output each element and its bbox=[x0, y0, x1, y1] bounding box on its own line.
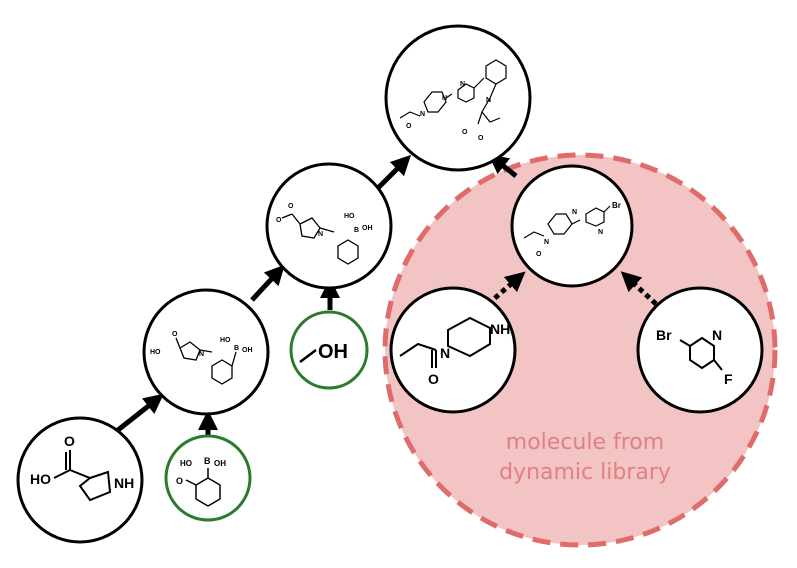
arrow-bromopyridine-to-product bbox=[488, 153, 518, 178]
atom-label: OH bbox=[214, 459, 226, 468]
atom-label: NH bbox=[114, 475, 134, 491]
atom-label: N bbox=[598, 229, 603, 236]
node-bromofluoropyridine bbox=[636, 286, 764, 414]
dotted-arrows bbox=[486, 271, 658, 306]
caption-line-2: dynamic library bbox=[499, 460, 671, 485]
atom-label: OH bbox=[242, 347, 253, 354]
dynamic-library-caption: molecule from dynamic library bbox=[460, 428, 710, 488]
node-pyrrolidine-acid bbox=[16, 416, 144, 544]
atom-label: O bbox=[288, 203, 294, 210]
atom-label: HO bbox=[30, 471, 51, 487]
atom-label: HO bbox=[344, 213, 355, 220]
structure-formylphenylboronic bbox=[185, 468, 221, 507]
atom-label: O bbox=[478, 135, 484, 142]
atom-label: HO bbox=[150, 349, 161, 356]
structure-ester bbox=[281, 213, 359, 265]
atom-label: O bbox=[462, 129, 468, 136]
atom-label: Br bbox=[612, 201, 621, 210]
atom-label: B bbox=[354, 227, 359, 234]
atom-label: N bbox=[420, 111, 425, 118]
atom-label: N bbox=[460, 81, 465, 88]
atom-label: OH bbox=[362, 225, 373, 232]
structure-piperazine-amide bbox=[399, 316, 491, 368]
node-methanol bbox=[289, 310, 369, 390]
atom-label: N bbox=[544, 239, 549, 246]
atom-label: N bbox=[712, 327, 722, 343]
atom-label: N bbox=[572, 209, 577, 216]
arrow-boronic-to-ester bbox=[250, 264, 285, 302]
atom-label: F bbox=[724, 371, 733, 387]
node-boronic-amine bbox=[142, 288, 270, 416]
atom-label: NH bbox=[490, 321, 510, 337]
atom-label: O bbox=[428, 371, 439, 387]
structure-methanol-bond bbox=[299, 349, 317, 363]
atom-label: Br bbox=[656, 327, 672, 343]
dotted-arrow-piperazine bbox=[486, 271, 526, 306]
atom-label: OH bbox=[318, 341, 348, 363]
atom-label: N bbox=[442, 95, 447, 102]
node-bromopyridine-piperazine bbox=[510, 164, 634, 288]
node-piperazine-amide bbox=[389, 286, 517, 414]
atom-label: HO bbox=[220, 337, 231, 344]
dotted-arrow-fluoropyridine bbox=[620, 271, 658, 306]
atom-label: HO bbox=[180, 459, 192, 468]
structure-boronic-amine bbox=[175, 337, 237, 385]
atom-label: O bbox=[64, 433, 75, 449]
atom-label: N bbox=[486, 97, 491, 104]
atom-label: O bbox=[176, 476, 183, 486]
structure-bromopyridine-piperazine bbox=[523, 205, 611, 239]
arrow-pyrrolidine-to-boronic bbox=[116, 393, 164, 432]
structure-bromofluoropyridine bbox=[679, 336, 723, 371]
atom-label: N bbox=[440, 345, 450, 361]
atom-label: B bbox=[204, 456, 211, 466]
atom-label: N bbox=[199, 351, 204, 358]
atom-label: O bbox=[276, 217, 282, 224]
caption-line-1: molecule from bbox=[505, 430, 665, 455]
atom-label: O bbox=[536, 251, 542, 258]
structure-product bbox=[399, 59, 507, 125]
arrow-ester-to-product bbox=[374, 154, 412, 192]
atom-label: O bbox=[406, 123, 412, 130]
atom-label: N bbox=[318, 231, 323, 238]
atom-label: O bbox=[172, 331, 178, 338]
atom-label: B bbox=[234, 345, 239, 352]
structure-pyrrolidine-acid bbox=[53, 450, 112, 502]
dynamic-library-region bbox=[382, 152, 778, 548]
node-ester bbox=[265, 162, 393, 290]
